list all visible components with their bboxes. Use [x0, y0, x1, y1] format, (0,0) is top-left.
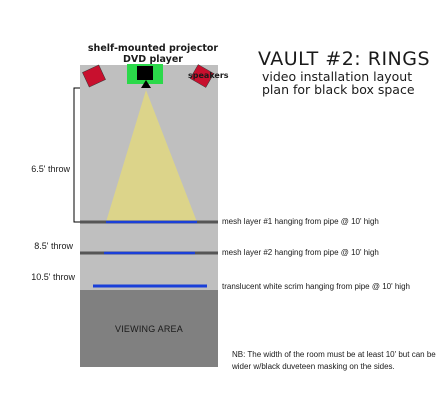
throw-label-10-5: 10.5' throw	[31, 272, 75, 282]
viewing-area-label: VIEWING AREA	[115, 323, 183, 334]
projector-body	[137, 66, 153, 80]
speaker-right-icon	[189, 64, 215, 88]
layer-1-note: mesh layer #1 hanging from pipe @ 10' hi…	[222, 217, 379, 226]
speakers-label: speakers	[188, 71, 229, 80]
projector-beam	[106, 90, 197, 222]
speaker-left-icon	[82, 64, 106, 88]
page-subtitle: video installation layout plan for black…	[262, 69, 415, 97]
projector-label: shelf-mounted projector DVD player	[87, 43, 219, 65]
page-title: VAULT #2: RINGS	[258, 48, 431, 70]
throw-label-6-5: 6.5' throw	[31, 164, 70, 174]
layer-2-note: mesh layer #2 hanging from pipe @ 10' hi…	[222, 248, 379, 257]
projector-lens	[141, 80, 151, 88]
viewing-area-floor	[80, 290, 218, 367]
throw-bracket	[73, 87, 80, 223]
throw-label-8-5: 8.5' throw	[34, 241, 73, 251]
layer-3-note: translucent white scrim hanging from pip…	[222, 282, 410, 291]
room-width-note: NB: The width of the room must be at lea…	[232, 350, 436, 371]
